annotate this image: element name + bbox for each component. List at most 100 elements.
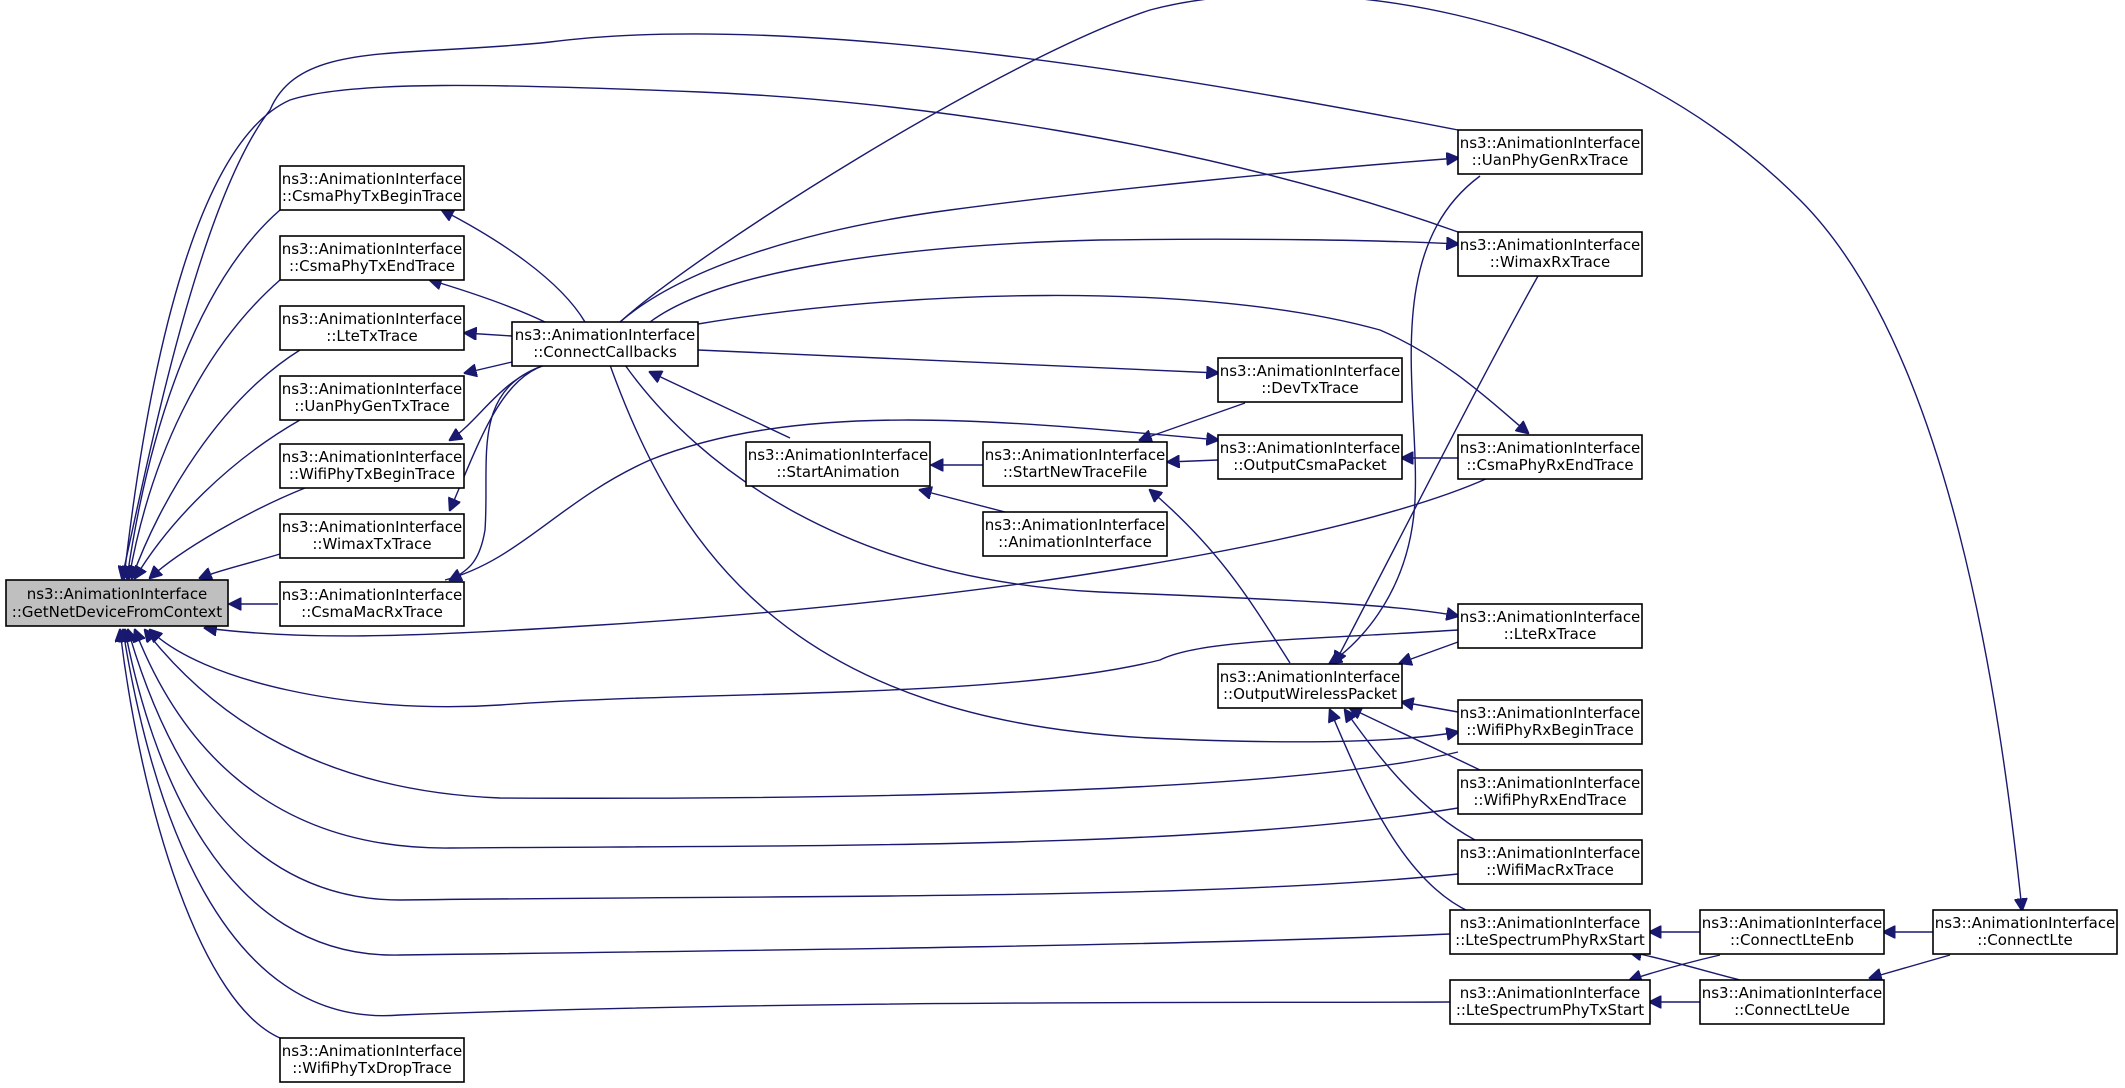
svg-text:ns3::AnimationInterface: ns3::AnimationInterface bbox=[1220, 362, 1401, 380]
svg-text:ns3::AnimationInterface: ns3::AnimationInterface bbox=[282, 586, 463, 604]
svg-text:ns3::AnimationInterface: ns3::AnimationInterface bbox=[282, 380, 463, 398]
node-outputcsmapacket[interactable]: ns3::AnimationInterface ::OutputCsmaPack… bbox=[1217, 434, 1403, 480]
edge-connectcallbacks-connectlte bbox=[619, 0, 2022, 910]
svg-text:::LteRxTrace: ::LteRxTrace bbox=[1504, 625, 1597, 643]
node-wifiphytxbegintrace[interactable]: ns3::AnimationInterface ::WifiPhyTxBegin… bbox=[279, 443, 465, 489]
edge-csmaphytxend-getnetdevice bbox=[129, 279, 281, 578]
edge-csmaphytxbegin-getnetdevice bbox=[127, 209, 281, 578]
edge-wimaxrx-getnetdevice bbox=[124, 84, 1459, 578]
svg-text:ns3::AnimationInterface: ns3::AnimationInterface bbox=[282, 448, 463, 466]
edge-connectlteenb-ltespectrumphytxstart bbox=[1630, 954, 1721, 980]
edge-uanphygenrx-getnetdevice bbox=[122, 33, 1459, 578]
svg-text:::LteTxTrace: ::LteTxTrace bbox=[326, 327, 417, 345]
edge-connectlte-connectlteue bbox=[1870, 954, 1951, 978]
svg-text:::AnimationInterface: ::AnimationInterface bbox=[998, 533, 1152, 551]
node-csmaphytxendtrace[interactable]: ns3::AnimationInterface ::CsmaPhyTxEndTr… bbox=[279, 235, 465, 281]
edge-devtx-startnewtracefile bbox=[1140, 402, 1246, 440]
svg-text:::WifiMacRxTrace: ::WifiMacRxTrace bbox=[1486, 861, 1614, 879]
edge-outputwirelesspacket-startnewtracefile bbox=[1150, 490, 1291, 664]
node-lterxtrace[interactable]: ns3::AnimationInterface ::LteRxTrace bbox=[1457, 603, 1643, 649]
node-getnetdevicefromcontext[interactable]: ns3::AnimationInterface ::GetNetDeviceFr… bbox=[5, 579, 229, 627]
svg-text:::CsmaPhyRxEndTrace: ::CsmaPhyRxEndTrace bbox=[1466, 456, 1633, 474]
edge-connectcallbacks-csmaphytxend bbox=[430, 280, 546, 323]
node-startnewtracefile[interactable]: ns3::AnimationInterface ::StartNewTraceF… bbox=[982, 441, 1168, 487]
edge-connectcallbacks-outputcsmapacket bbox=[444, 419, 1218, 581]
svg-text:::OutputWirelessPacket: ::OutputWirelessPacket bbox=[1223, 685, 1397, 703]
svg-text:::WifiPhyTxBeginTrace: ::WifiPhyTxBeginTrace bbox=[289, 465, 455, 483]
edge-csmaphyrxend-getnetdevice bbox=[205, 477, 1489, 637]
svg-text:ns3::AnimationInterface: ns3::AnimationInterface bbox=[1460, 439, 1641, 457]
svg-text:::LteSpectrumPhyTxStart: ::LteSpectrumPhyTxStart bbox=[1456, 1001, 1644, 1019]
node-ltespectrumphyrxstart[interactable]: ns3::AnimationInterface ::LteSpectrumPhy… bbox=[1449, 909, 1651, 955]
edge-connectcallbacks-ltetx bbox=[465, 333, 513, 336]
edge-ltespectrumphyrxstart-outputwirelesspacket bbox=[1330, 710, 1471, 913]
svg-text:::GetNetDeviceFromContext: ::GetNetDeviceFromContext bbox=[12, 603, 223, 621]
node-wifiphytxdroptrace[interactable]: ns3::AnimationInterface ::WifiPhyTxDropT… bbox=[279, 1037, 465, 1083]
edge-animationinterface-startanimation bbox=[920, 490, 1006, 513]
node-connectcallbacks[interactable]: ns3::AnimationInterface ::ConnectCallbac… bbox=[511, 321, 699, 367]
node-outputwirelesspacket[interactable]: ns3::AnimationInterface ::OutputWireless… bbox=[1217, 663, 1403, 709]
node-connectlteue[interactable]: ns3::AnimationInterface ::ConnectLteUe bbox=[1699, 979, 1885, 1025]
node-connectlteenb[interactable]: ns3::AnimationInterface ::ConnectLteEnb bbox=[1699, 909, 1885, 955]
svg-text:::ConnectLte: ::ConnectLte bbox=[1977, 931, 2073, 949]
svg-text:ns3::AnimationInterface: ns3::AnimationInterface bbox=[748, 446, 929, 464]
svg-text:ns3::AnimationInterface: ns3::AnimationInterface bbox=[282, 310, 463, 328]
svg-text:::WifiPhyRxBeginTrace: ::WifiPhyRxBeginTrace bbox=[1466, 721, 1633, 739]
node-wimaxrxtrace[interactable]: ns3::AnimationInterface ::WimaxRxTrace bbox=[1457, 231, 1643, 277]
edge-wifiphytxbegin-getnetdevice bbox=[150, 487, 306, 578]
node-devtxtrace[interactable]: ns3::AnimationInterface ::DevTxTrace bbox=[1217, 357, 1403, 403]
node-connectlte[interactable]: ns3::AnimationInterface ::ConnectLte bbox=[1932, 909, 2118, 955]
svg-text:ns3::AnimationInterface: ns3::AnimationInterface bbox=[1220, 439, 1401, 457]
svg-text:::StartAnimation: ::StartAnimation bbox=[776, 463, 899, 481]
edge-wifiphyrxend-getnetdevice bbox=[135, 630, 1459, 849]
edge-wifiphyrxbegin-getnetdevice bbox=[145, 630, 1459, 799]
edge-connectlteue-ltespectrumphyrxstart bbox=[1630, 952, 1741, 981]
node-animationinterface[interactable]: ns3::AnimationInterface ::AnimationInter… bbox=[982, 511, 1168, 557]
edge-wifimacrx-outputwirelesspacket bbox=[1345, 710, 1476, 841]
edge-lterx-getnetdevice bbox=[150, 630, 1459, 708]
edge-ltespectrumphytxstart-getnetdevice bbox=[123, 630, 1451, 1017]
svg-text:ns3::AnimationInterface: ns3::AnimationInterface bbox=[282, 170, 463, 188]
svg-text:ns3::AnimationInterface: ns3::AnimationInterface bbox=[1702, 914, 1883, 932]
node-ltespectrumphytxstart[interactable]: ns3::AnimationInterface ::LteSpectrumPhy… bbox=[1449, 979, 1651, 1025]
svg-text:ns3::AnimationInterface: ns3::AnimationInterface bbox=[1460, 774, 1641, 792]
svg-text:ns3::AnimationInterface: ns3::AnimationInterface bbox=[985, 446, 1166, 464]
node-wifiphyrxendtrace[interactable]: ns3::AnimationInterface ::WifiPhyRxEndTr… bbox=[1457, 769, 1643, 815]
edge-connectcallbacks-wimaxrx bbox=[649, 239, 1458, 323]
svg-text:::WifiPhyTxDropTrace: ::WifiPhyTxDropTrace bbox=[292, 1059, 452, 1077]
edge-ltespectrumphyrxstart-getnetdevice bbox=[125, 630, 1451, 956]
svg-text:::CsmaPhyTxBeginTrace: ::CsmaPhyTxBeginTrace bbox=[282, 187, 462, 205]
edge-wimaxrx-outputwirelesspacket bbox=[1335, 275, 1539, 663]
svg-text:ns3::AnimationInterface: ns3::AnimationInterface bbox=[27, 585, 208, 603]
svg-text:ns3::AnimationInterface: ns3::AnimationInterface bbox=[1220, 668, 1401, 686]
svg-text:ns3::AnimationInterface: ns3::AnimationInterface bbox=[282, 1042, 463, 1060]
edge-uanphygenrx-outputwirelesspacket bbox=[1330, 175, 1481, 663]
svg-text:::UanPhyGenRxTrace: ::UanPhyGenRxTrace bbox=[1472, 151, 1629, 169]
node-wimaxtxtrace[interactable]: ns3::AnimationInterface ::WimaxTxTrace bbox=[279, 513, 465, 559]
node-wifiphyrxbegintrace[interactable]: ns3::AnimationInterface ::WifiPhyRxBegin… bbox=[1457, 699, 1643, 745]
edge-connectcallbacks-devtx bbox=[697, 349, 1218, 373]
node-csmaphytxbegintrace[interactable]: ns3::AnimationInterface ::CsmaPhyTxBegin… bbox=[279, 165, 465, 211]
svg-text:ns3::AnimationInterface: ns3::AnimationInterface bbox=[282, 518, 463, 536]
svg-text:::StartNewTraceFile: ::StartNewTraceFile bbox=[1003, 463, 1147, 481]
edge-wifiphytxdrop-getnetdevice bbox=[120, 630, 286, 1041]
svg-text:::LteSpectrumPhyRxStart: ::LteSpectrumPhyRxStart bbox=[1455, 931, 1645, 949]
edge-connectcallbacks-csmamacrx bbox=[450, 364, 546, 580]
node-wifimacrxtrace[interactable]: ns3::AnimationInterface ::WifiMacRxTrace bbox=[1457, 839, 1643, 885]
edge-connectcallbacks-uanphygentx bbox=[465, 361, 513, 373]
svg-text:ns3::AnimationInterface: ns3::AnimationInterface bbox=[282, 240, 463, 258]
node-uanphygentxtrace[interactable]: ns3::AnimationInterface ::UanPhyGenTxTra… bbox=[279, 375, 465, 421]
svg-text:::DevTxTrace: ::DevTxTrace bbox=[1261, 379, 1359, 397]
svg-text:ns3::AnimationInterface: ns3::AnimationInterface bbox=[515, 326, 696, 344]
svg-text:::ConnectCallbacks: ::ConnectCallbacks bbox=[533, 343, 677, 361]
node-csmaphyrxendtrace[interactable]: ns3::AnimationInterface ::CsmaPhyRxEndTr… bbox=[1457, 434, 1643, 480]
node-ltetxtrace[interactable]: ns3::AnimationInterface ::LteTxTrace bbox=[279, 305, 465, 351]
edge-wifimacrx-getnetdevice bbox=[128, 630, 1459, 901]
node-uanphygenrxtrace[interactable]: ns3::AnimationInterface ::UanPhyGenRxTra… bbox=[1457, 129, 1643, 175]
svg-text:ns3::AnimationInterface: ns3::AnimationInterface bbox=[985, 516, 1166, 534]
node-csmamacrxtrace[interactable]: ns3::AnimationInterface ::CsmaMacRxTrace bbox=[279, 581, 465, 627]
edge-connectcallbacks-lterx bbox=[624, 364, 1458, 616]
svg-text:ns3::AnimationInterface: ns3::AnimationInterface bbox=[1460, 914, 1641, 932]
node-startanimation[interactable]: ns3::AnimationInterface ::StartAnimation bbox=[745, 441, 931, 487]
svg-text:::UanPhyGenTxTrace: ::UanPhyGenTxTrace bbox=[294, 397, 449, 415]
